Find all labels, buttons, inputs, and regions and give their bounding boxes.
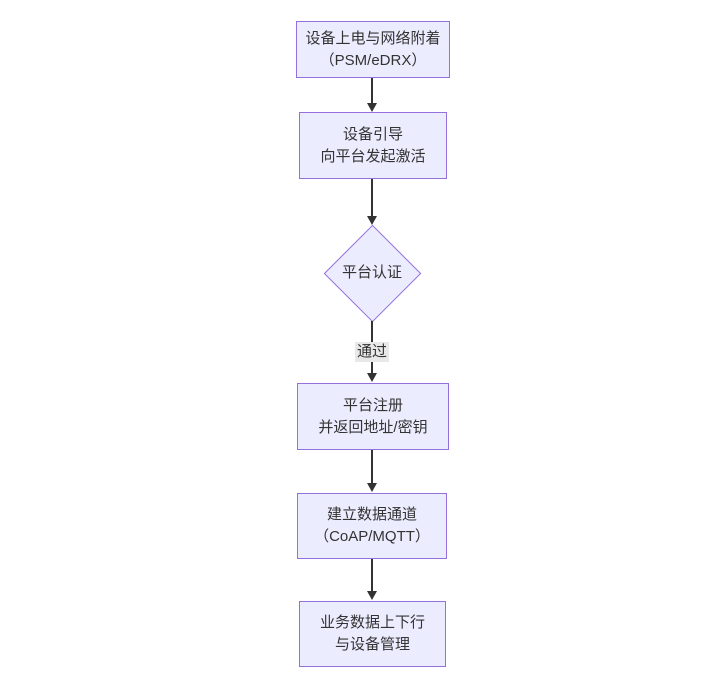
node-platform-register-line2: 并返回地址/密钥 [318,418,428,436]
edge-line-5 [371,559,373,592]
node-power-on-attach-line1: 设备上电与网络附着 [305,29,441,47]
node-bootstrap-activate-line2: 向平台发起激活 [320,147,426,165]
node-business-data-mgmt-line1: 业务数据上下行 [319,614,425,631]
node-power-on-attach-line2: （PSM/eDRX） [319,51,427,69]
arrowhead-icon [367,373,377,382]
edge-line-2 [371,179,373,217]
arrowhead-icon [367,103,377,112]
node-platform-register: 平台注册 并返回地址/密钥 [297,383,449,450]
node-data-channel-line2: （CoAP/MQTT） [314,528,430,545]
node-business-data-mgmt: 业务数据上下行 与设备管理 [299,601,446,667]
node-data-channel: 建立数据通道 （CoAP/MQTT） [297,493,447,559]
arrowhead-icon [367,216,377,225]
edge-label-pass: 通过 [354,342,390,362]
edge-line-4 [371,450,373,484]
arrowhead-icon [367,591,377,600]
edge-line-1 [371,78,373,104]
decision-platform-auth-label: 平台认证 [341,264,403,281]
node-bootstrap-activate: 设备引导 向平台发起激活 [299,112,447,179]
node-data-channel-line1: 建立数据通道 [326,506,417,523]
node-platform-register-line1: 平台注册 [342,396,403,414]
arrowhead-icon [367,483,377,492]
node-bootstrap-activate-line1: 设备引导 [342,125,403,143]
node-business-data-mgmt-line2: 与设备管理 [334,636,410,653]
node-power-on-attach: 设备上电与网络附着 （PSM/eDRX） [296,21,450,78]
